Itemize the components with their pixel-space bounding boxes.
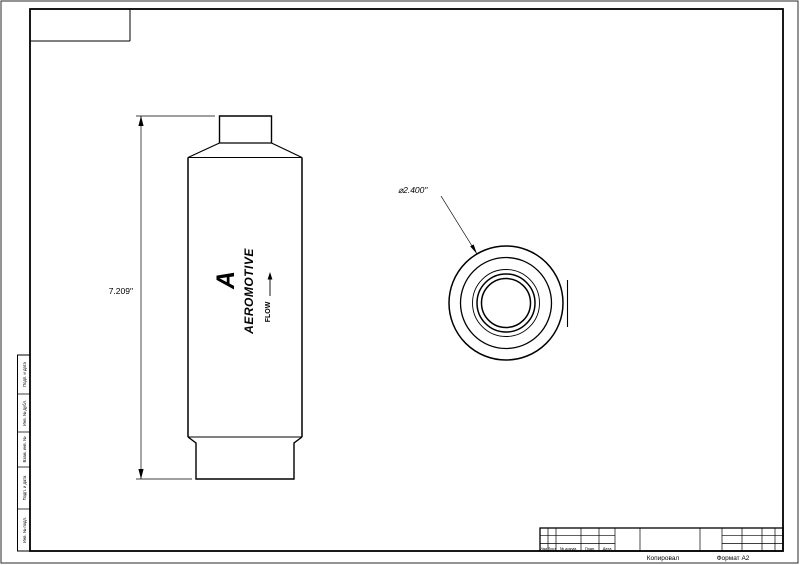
- leader-line: [440, 195, 478, 255]
- flow-label: FLOW: [265, 301, 272, 322]
- diameter-dimension: ⌀2.400": [398, 185, 478, 255]
- title-block-col-label: Лист: [548, 546, 557, 551]
- title-block-col-label: № докум.: [560, 546, 578, 551]
- aeromotive-logo-icon: A: [212, 271, 240, 290]
- title-block-col-label: Дата: [603, 546, 613, 551]
- port-outer-circle: [472, 269, 540, 337]
- copied-label: Копировал: [647, 555, 680, 562]
- left-strip-cell-label: Инв. № дубл.: [22, 400, 27, 426]
- format-label: Формат А2: [717, 555, 750, 562]
- bore-circle: [480, 277, 532, 329]
- drawing-frame: [29, 8, 784, 552]
- length-dimension-text: 7.209": [109, 286, 133, 296]
- outer-diameter-circle: [448, 245, 564, 361]
- top-left-stamp: [30, 9, 131, 42]
- sheet-footer: Копировал Формат А2: [647, 555, 750, 562]
- top-left-stamp-lines: [30, 9, 131, 42]
- title-block: Изм. Лист № докум. Подп. Дата: [539, 527, 784, 552]
- thread-circle: [476, 273, 536, 333]
- dimension-extension-lines: [136, 115, 215, 480]
- left-strip-cell-label: Подп. и дата: [22, 475, 27, 500]
- flow-indicator: FLOW: [265, 272, 273, 322]
- length-dimension: 7.209": [109, 115, 215, 480]
- dimension-arrow-up-icon: [138, 116, 144, 126]
- left-strip-dividers: [17, 393, 30, 510]
- side-view-filter: [187, 115, 303, 480]
- filter-body-sides: [187, 157, 303, 437]
- filter-bottom-cap: [187, 436, 303, 480]
- flow-arrow-head-icon: [267, 272, 273, 280]
- diameter-dimension-text: ⌀2.400": [398, 185, 428, 195]
- dimension-arrow-down-icon: [138, 469, 144, 479]
- filter-top-port: [218, 115, 273, 143]
- left-strip-cell-label: Подп. и дата: [22, 361, 27, 386]
- cap-circle: [459, 256, 553, 350]
- brand-text: AEROMOTIVE: [242, 248, 256, 335]
- title-block-outline: [539, 527, 784, 552]
- title-block-horizontal-lines: [540, 535, 783, 544]
- title-block-col-label: Подп.: [585, 546, 596, 551]
- brand-artwork: A AEROMOTIVE: [212, 248, 256, 335]
- title-block-col-label: Изм.: [540, 546, 549, 551]
- left-frame-strip: Подп. и дата Инв. № дубл. Взам. инв. № П…: [17, 354, 31, 552]
- end-view-filter: [448, 245, 569, 361]
- title-block-vertical-lines: [547, 528, 776, 551]
- left-strip-cell-label: Инв. № подл.: [22, 517, 27, 543]
- left-strip-outline: [17, 354, 31, 552]
- leader-arrow-icon: [470, 244, 477, 254]
- left-strip-cell-label: Взам. инв. №: [22, 436, 27, 462]
- filter-top-shoulder: [187, 142, 303, 159]
